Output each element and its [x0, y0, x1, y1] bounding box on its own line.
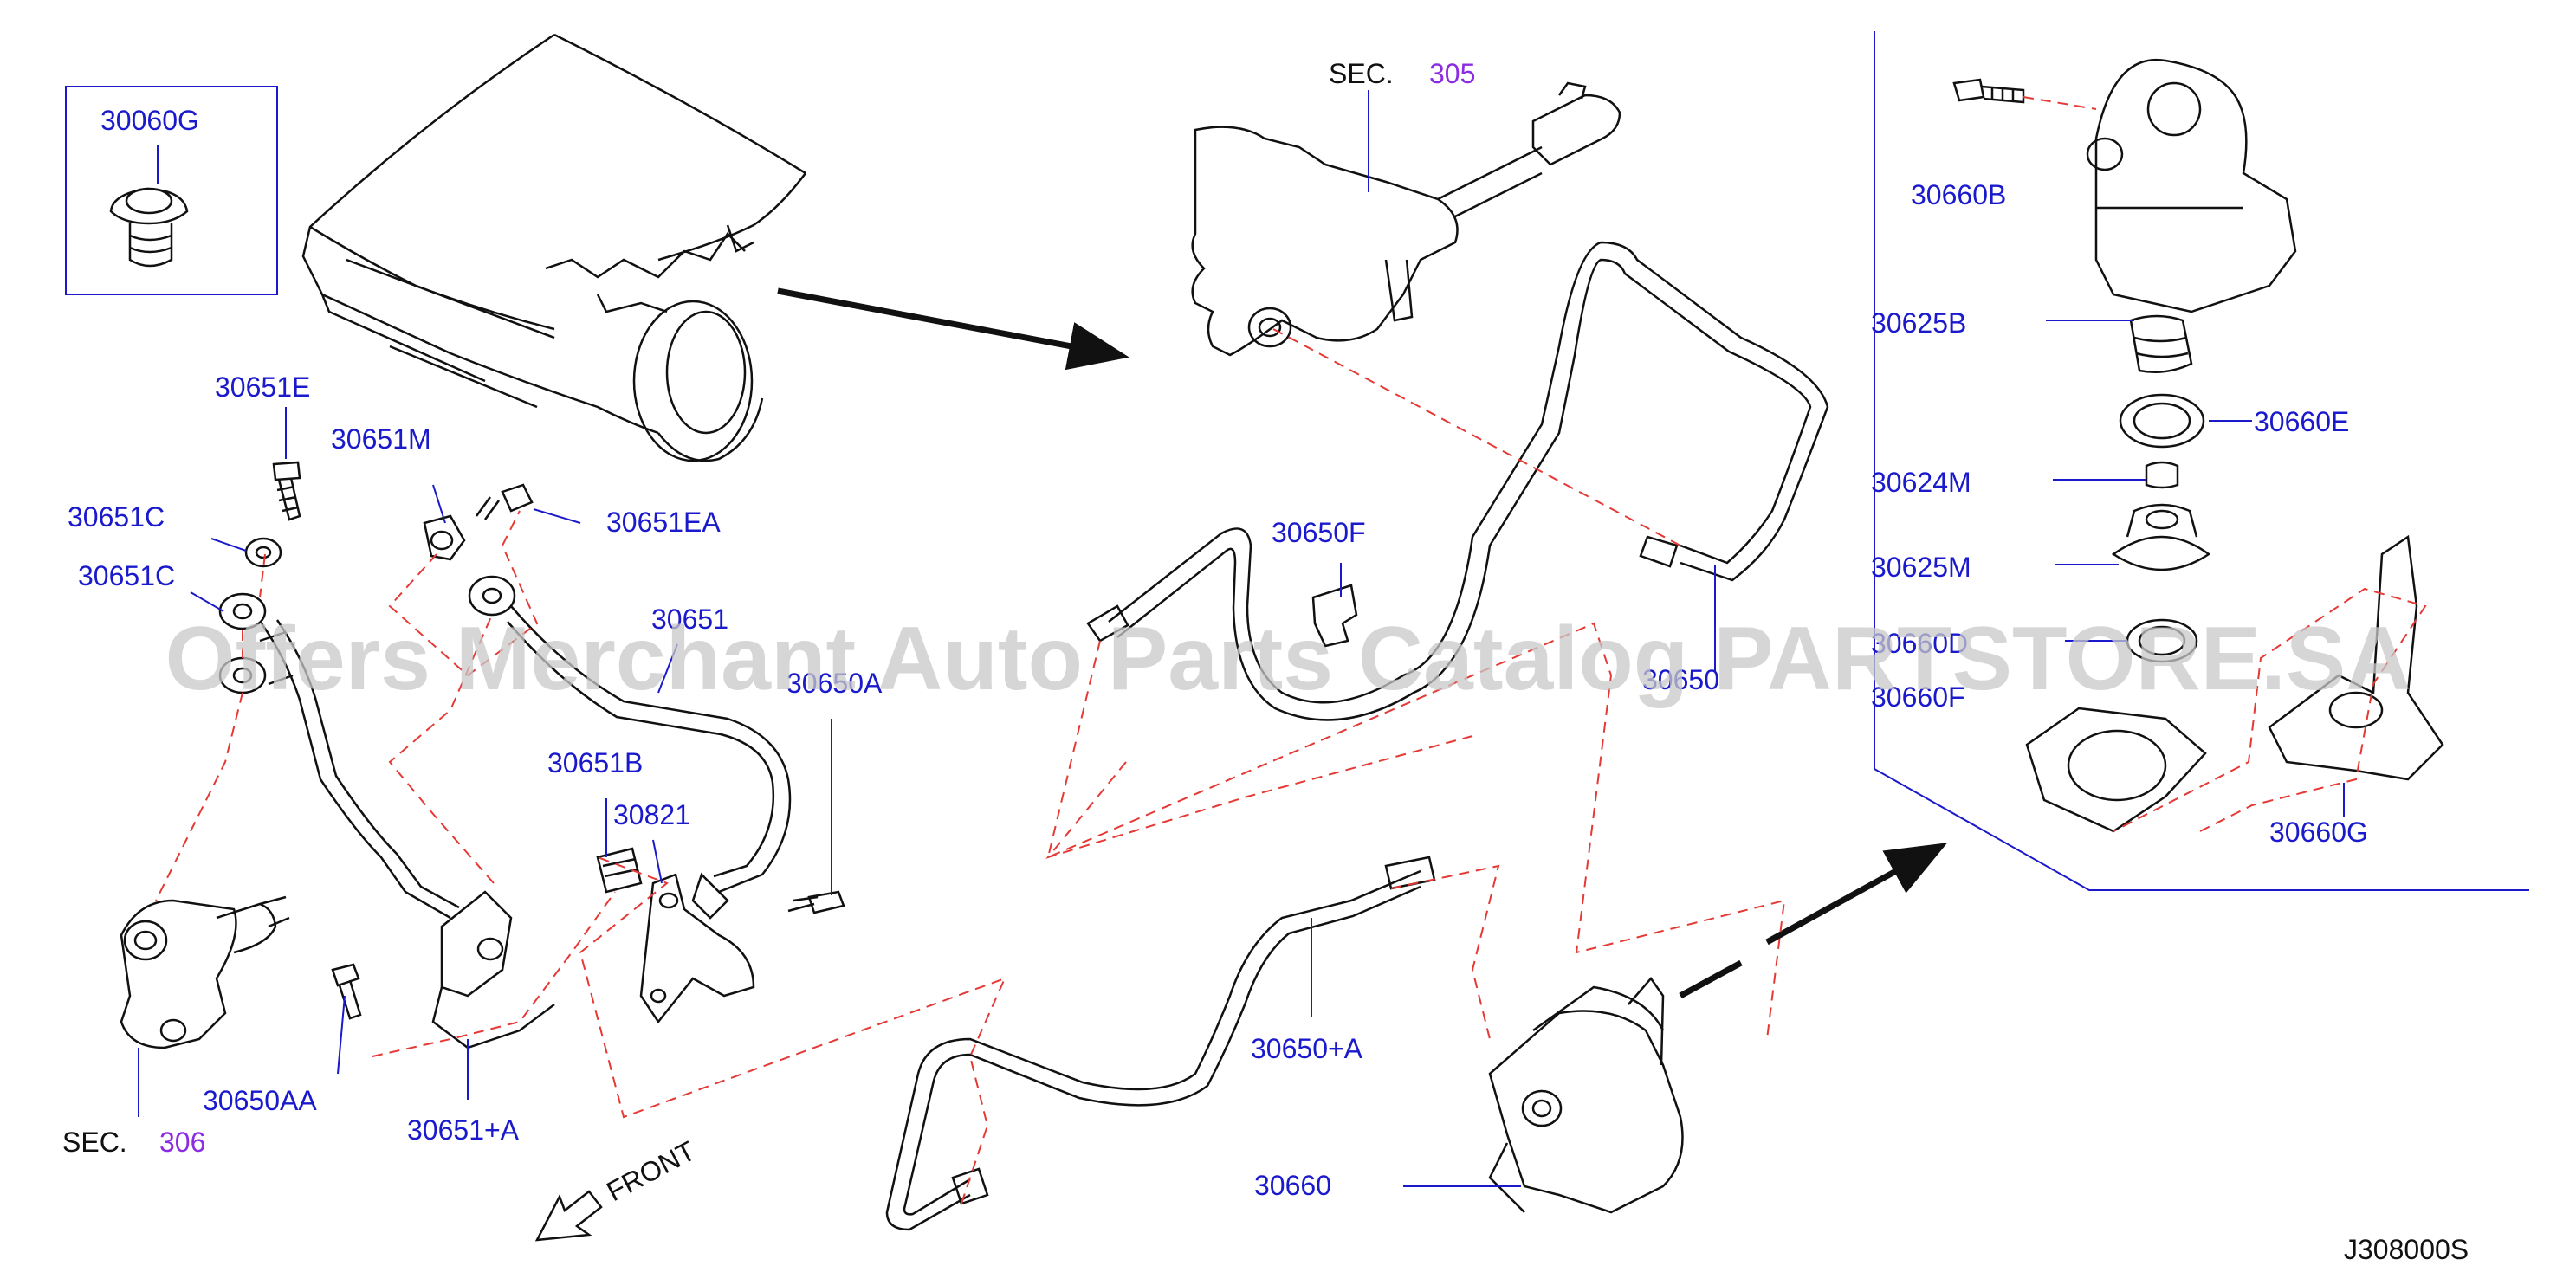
- label-30660: 30660: [1254, 1170, 1331, 1201]
- watermark-text: Offers Merchant Auto Parts Catalog PARTS…: [165, 609, 2411, 709]
- label-30660F: 30660F: [1871, 681, 1965, 713]
- leader-lines: [138, 90, 2345, 1187]
- label-30651M: 30651M: [331, 423, 431, 455]
- label-30651-A: 30651+A: [407, 1114, 520, 1146]
- label-30650AA: 30650AA: [203, 1085, 317, 1116]
- front-direction-arrow: [534, 1190, 603, 1242]
- inset-box-30060G: [65, 86, 278, 295]
- label-30650-A: 30650+A: [1251, 1033, 1363, 1064]
- label-30650F: 30650F: [1272, 517, 1366, 548]
- master-cylinder: [1191, 81, 1621, 357]
- label-30660E: 30660E: [2254, 406, 2349, 437]
- label-30650: 30650: [1642, 664, 1719, 695]
- sec-306-word: SEC.: [62, 1127, 127, 1158]
- detail-arrow-dash: [1679, 959, 1743, 999]
- middle-hose-assembly: [331, 483, 845, 1024]
- right-panel-parts: [1952, 58, 2444, 833]
- label-30624M: 30624M: [1871, 467, 1971, 498]
- label-30660D: 30660D: [1871, 628, 1968, 659]
- label-30625M: 30625M: [1871, 552, 1971, 583]
- label-30651E: 30651E: [215, 371, 310, 403]
- part-labels: 30060G 30651E 30651M 30651EA 30651C 3065…: [68, 105, 2368, 1201]
- label-30821: 30821: [613, 799, 690, 830]
- label-30625B: 30625B: [1871, 307, 1966, 339]
- label-30660B: 30660B: [1911, 179, 2006, 210]
- assembly-dash-lines: [155, 96, 2427, 1204]
- sec-306-number: 306: [159, 1127, 205, 1158]
- label-30660G: 30660G: [2269, 817, 2368, 848]
- sec-305-number: 305: [1429, 58, 1475, 89]
- front-label: FRONT: [601, 1135, 700, 1208]
- left-hose-assembly: [120, 461, 555, 1049]
- inset-frames: [65, 31, 2529, 891]
- detail-arrow-1: [777, 287, 1129, 371]
- label-30651C-lower: 30651C: [78, 560, 175, 591]
- section-references: SEC. 305 SEC. 306: [62, 58, 1475, 1158]
- label-30651C-upper: 30651C: [68, 501, 165, 533]
- sec-305-word: SEC.: [1329, 58, 1394, 89]
- label-30060G: 30060G: [100, 105, 199, 136]
- right-panel-border: [1874, 31, 2529, 891]
- label-30651B: 30651B: [547, 747, 643, 778]
- grommet-30060G: [109, 187, 189, 268]
- label-30651: 30651: [651, 604, 728, 635]
- slave-cylinder-30660: [1488, 976, 1684, 1214]
- pipe-30650: [1086, 241, 1829, 721]
- car-front-sketch: [301, 33, 806, 462]
- diagram-code: J308000S: [2344, 1234, 2469, 1265]
- detail-arrow-2: [1765, 843, 1948, 946]
- label-30651EA: 30651EA: [606, 507, 721, 538]
- pipe-30650-A: [885, 856, 1436, 1231]
- label-30650A: 30650A: [786, 668, 883, 699]
